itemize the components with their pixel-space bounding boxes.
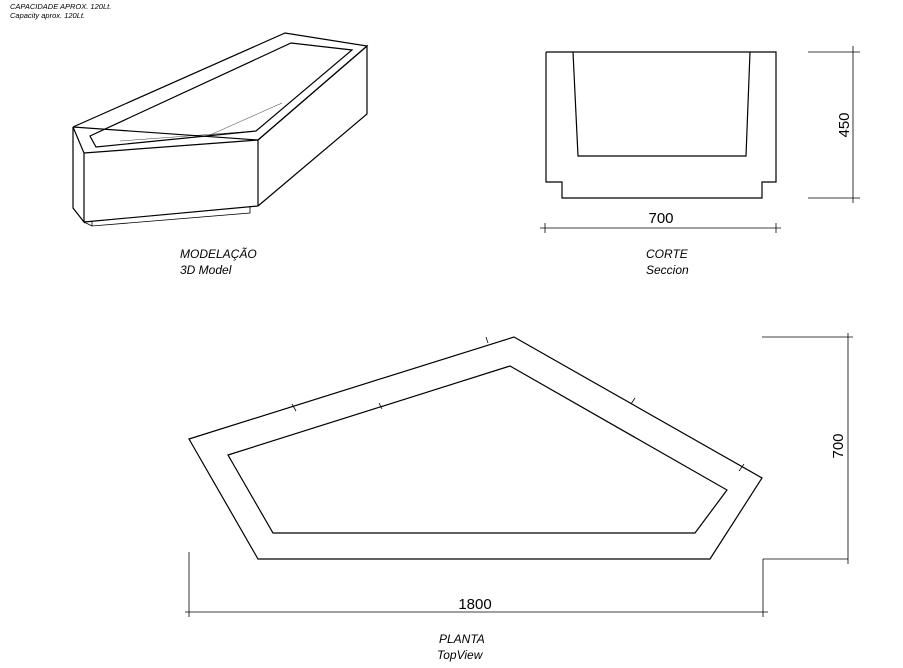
model-inner-opening bbox=[89, 42, 354, 148]
plan-view bbox=[185, 333, 853, 617]
capacity-note-en: Capacity aprox. 120Lt. bbox=[10, 11, 85, 20]
plan-inner-outline bbox=[227, 365, 728, 534]
section-title-en: Seccion bbox=[646, 263, 689, 277]
model-title-en: 3D Model bbox=[180, 263, 232, 277]
model-left-face bbox=[72, 126, 85, 224]
section-outline bbox=[545, 51, 777, 199]
model-title-pt: MODELAÇÃO bbox=[180, 247, 257, 261]
capacity-note-pt: CAPACIDADE APROX. 120Lt. bbox=[10, 2, 111, 11]
plan-outer-outline bbox=[188, 336, 763, 560]
model-right-face bbox=[257, 44, 368, 207]
model-base bbox=[91, 206, 251, 227]
model-front-face bbox=[83, 139, 259, 223]
model-3d-view bbox=[72, 32, 369, 227]
section-width-value: 700 bbox=[648, 210, 673, 227]
section-view bbox=[540, 46, 860, 233]
plan-title-pt: PLANTA bbox=[439, 632, 485, 646]
section-title-pt: CORTE bbox=[646, 247, 689, 261]
section-cavity bbox=[572, 51, 751, 157]
plan-title-en: TopView bbox=[437, 648, 484, 662]
plan-width-value: 1800 bbox=[458, 596, 491, 613]
plan-depth-value: 700 bbox=[830, 433, 847, 458]
section-height-value: 450 bbox=[836, 112, 853, 137]
